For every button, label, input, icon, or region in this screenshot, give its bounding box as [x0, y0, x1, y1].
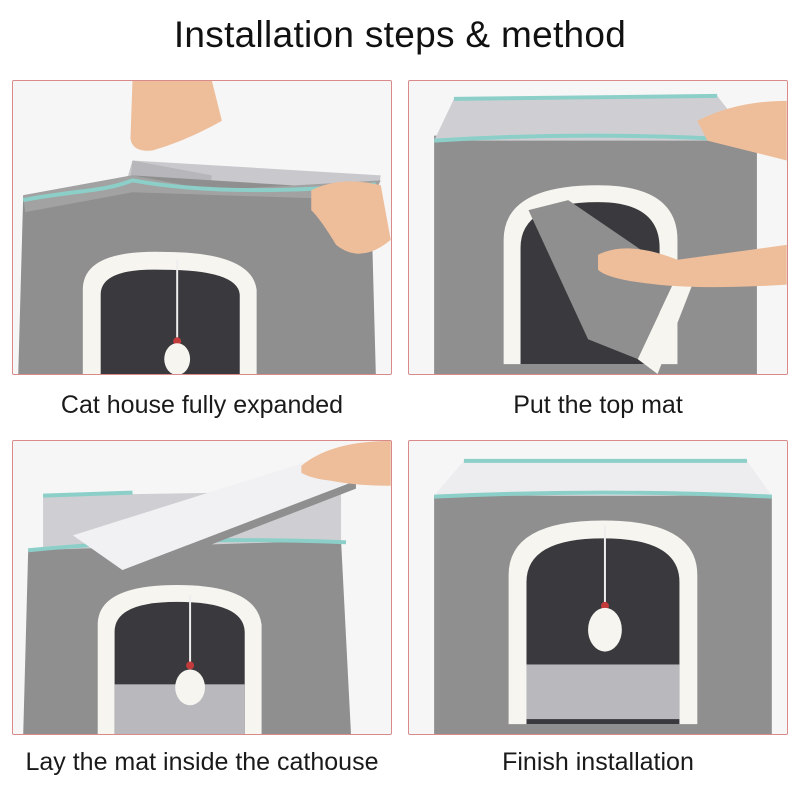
step-3-photo	[12, 440, 392, 735]
step-3-caption: Lay the mat inside the cathouse	[25, 748, 379, 776]
step-2-photo	[408, 80, 788, 375]
step-4-photo	[408, 440, 788, 735]
page-title: Installation steps & method	[173, 14, 627, 55]
step-1-photo	[12, 80, 392, 375]
step-2-caption: Put the top mat	[513, 391, 683, 419]
step-4-caption: Finish installation	[502, 748, 694, 776]
step-1-caption: Cat house fully expanded	[60, 391, 344, 419]
